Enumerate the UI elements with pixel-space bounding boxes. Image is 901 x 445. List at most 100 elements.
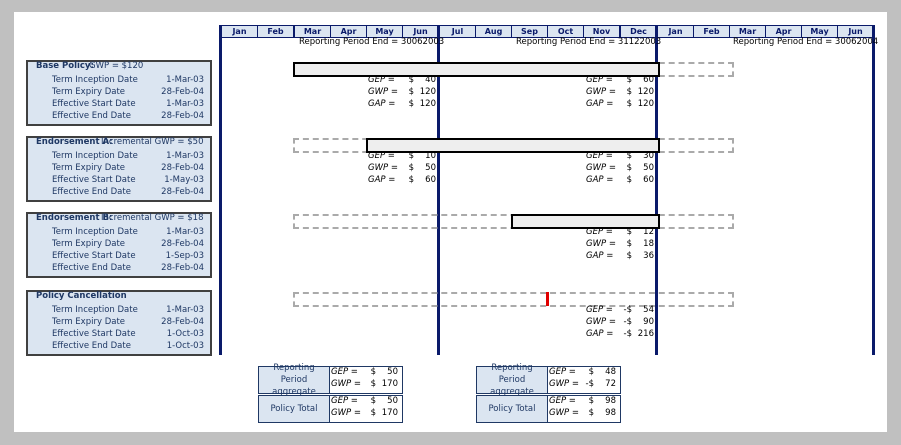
- metric-key: GAP =: [586, 175, 614, 185]
- summary-metric-value: 98: [605, 408, 616, 418]
- month-header-8: Aug: [475, 25, 512, 38]
- date-value: 28-Feb-04: [161, 239, 204, 249]
- metric-value: 60: [425, 175, 436, 185]
- date-label: Effective Start Date: [52, 175, 136, 185]
- date-label: Effective End Date: [52, 111, 131, 121]
- date-value: 1-Mar-03: [166, 305, 204, 315]
- summary-metric-value: 48: [605, 367, 616, 377]
- summary-metric-key: GEP =: [549, 396, 576, 406]
- summary-metric-sign: $: [588, 408, 594, 418]
- month-header-2: Feb: [257, 25, 294, 38]
- metric-key: GWP =: [368, 87, 398, 97]
- metric-sign: $: [626, 227, 632, 237]
- summary-right-agg-label: Reporting Period aggregate: [476, 363, 548, 397]
- metric-key: GEP =: [368, 75, 395, 85]
- summary-metric-key: GEP =: [331, 367, 358, 377]
- metric-value: 120: [637, 87, 654, 97]
- summary-metric-value: 50: [387, 367, 398, 377]
- term-bar-4: [293, 292, 734, 307]
- cancellation-marker: [546, 292, 549, 306]
- metric-value: 18: [643, 239, 654, 249]
- date-label: Effective End Date: [52, 263, 131, 273]
- metric-value: 40: [425, 75, 436, 85]
- metric-sign: $: [408, 151, 414, 161]
- metric-key: GWP =: [586, 87, 616, 97]
- metric-value: 54: [643, 305, 654, 315]
- metric-value: 120: [419, 99, 436, 109]
- metric-key: GAP =: [586, 329, 614, 339]
- metric-value: 50: [425, 163, 436, 173]
- date-value: 28-Feb-04: [161, 163, 204, 173]
- date-label: Effective Start Date: [52, 329, 136, 339]
- metric-value: 216: [637, 329, 654, 339]
- summary-metric-value: 50: [387, 396, 398, 406]
- metric-key: GWP =: [586, 163, 616, 173]
- date-value: 28-Feb-04: [161, 263, 204, 273]
- date-label: Effective End Date: [52, 187, 131, 197]
- summary-left-agg-box: [329, 366, 403, 394]
- summary-metric-key: GWP =: [331, 408, 361, 418]
- metric-key: GWP =: [368, 163, 398, 173]
- period-boundary-2: [437, 25, 440, 355]
- summary-right-agg-box: [547, 366, 621, 394]
- period-boundary-1: [219, 25, 222, 355]
- summary-metric-sign: $: [588, 367, 594, 377]
- reporting-period-end-p2: Reporting Period End = 31122003: [516, 37, 662, 47]
- metric-sign: $: [408, 75, 414, 85]
- month-header-16: Apr: [765, 25, 802, 38]
- summary-metric-value: 170: [381, 408, 398, 418]
- summary-metric-sign: -$: [585, 379, 594, 389]
- summary-right-total-label: Policy Total: [476, 395, 548, 423]
- metric-sign: $: [408, 87, 414, 97]
- month-header-13: Jan: [657, 25, 694, 38]
- date-label: Effective Start Date: [52, 251, 136, 261]
- metric-value: 120: [637, 99, 654, 109]
- effective-bar-2: [366, 138, 660, 153]
- month-header-5: May: [366, 25, 403, 38]
- summary-left-total-label: Policy Total: [258, 395, 330, 423]
- metric-sign: $: [626, 99, 632, 109]
- date-label: Effective Start Date: [52, 99, 136, 109]
- date-value: 28-Feb-04: [161, 111, 204, 121]
- summary-metric-sign: $: [588, 396, 594, 406]
- effective-bar-1: [293, 62, 660, 77]
- period-boundary-4: [872, 25, 875, 355]
- summary-metric-key: GEP =: [331, 396, 358, 406]
- summary-right-total-box: [547, 395, 621, 423]
- summary-metric-value: 98: [605, 396, 616, 406]
- section-box-4: [26, 290, 212, 356]
- summary-metric-value: 72: [605, 379, 616, 389]
- section-subtitle-3: Incremental GWP = $18: [101, 213, 204, 223]
- month-header-7: Jul: [439, 25, 476, 38]
- date-label: Term Expiry Date: [52, 239, 126, 249]
- date-label: Term Inception Date: [52, 75, 138, 85]
- date-label: Term Expiry Date: [52, 317, 126, 327]
- metric-value: 50: [643, 163, 654, 173]
- metric-sign: $: [408, 175, 414, 185]
- metric-key: GEP =: [368, 151, 395, 161]
- section-title-2: Endorsement A:: [36, 137, 113, 147]
- period-boundary-3: [655, 25, 658, 355]
- date-value: 28-Feb-04: [161, 87, 204, 97]
- date-label: Term Expiry Date: [52, 87, 126, 97]
- metric-key: GEP =: [586, 151, 613, 161]
- section-box-1: [26, 60, 212, 126]
- date-label: Term Expiry Date: [52, 163, 126, 173]
- metric-value: 90: [643, 317, 654, 327]
- section-subtitle-2: Incremental GWP = $50: [101, 137, 204, 147]
- metric-sign: $: [626, 151, 632, 161]
- summary-metric-key: GEP =: [549, 367, 576, 377]
- date-label: Term Inception Date: [52, 305, 138, 315]
- section-subtitle-1: GWP = $120: [89, 61, 144, 71]
- summary-metric-key: GWP =: [549, 408, 579, 418]
- month-header-11: Nov: [583, 25, 620, 38]
- metric-key: GAP =: [368, 99, 396, 109]
- date-value: 1-Mar-03: [166, 151, 204, 161]
- metric-sign: $: [626, 75, 632, 85]
- summary-left-total-box: [329, 395, 403, 423]
- date-value: 1-Oct-03: [166, 329, 204, 339]
- summary-metric-sign: $: [370, 408, 376, 418]
- metric-value: 60: [643, 175, 654, 185]
- effective-bar-3: [511, 214, 660, 229]
